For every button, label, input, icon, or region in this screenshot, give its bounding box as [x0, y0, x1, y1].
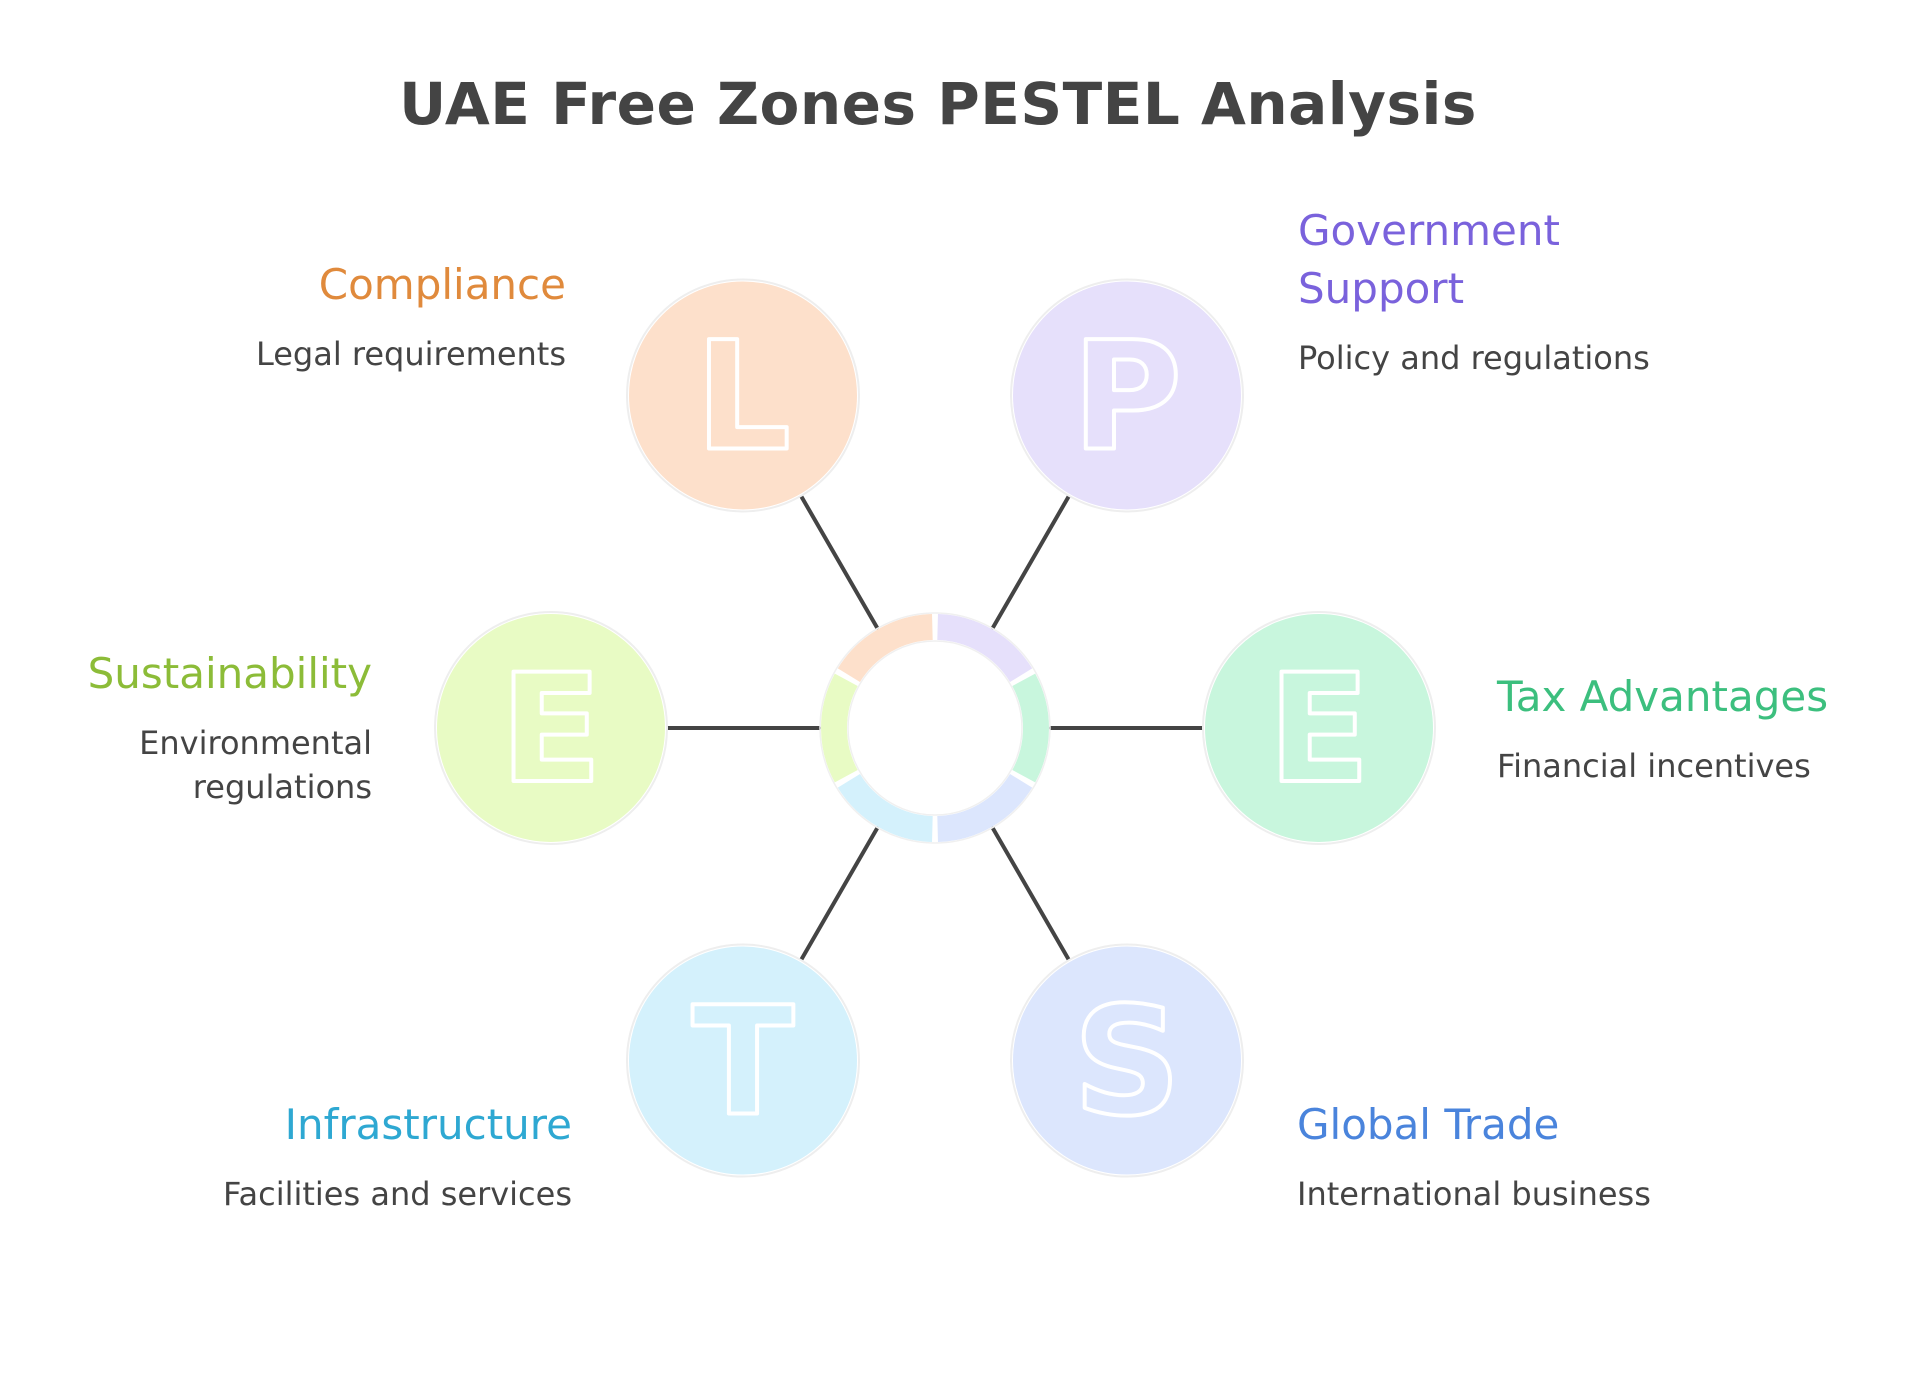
center-ring	[819, 612, 1051, 844]
label-social: Global Trade International business	[1297, 1096, 1817, 1216]
factor-nodes: PESTEL	[434, 278, 1436, 1178]
desc-legal: Legal requirements	[255, 335, 566, 373]
ring-segment-technological	[837, 773, 934, 842]
heading-social: Global Trade	[1297, 1100, 1560, 1149]
heading-economic: Tax Advantages	[1497, 672, 1829, 721]
ring-outer-edge	[819, 612, 1051, 844]
heading-legal: Compliance	[318, 260, 566, 309]
heading-environmental: Sustainability	[87, 649, 372, 698]
node-circle-social	[1013, 946, 1241, 1175]
heading-political: Government Support	[1298, 202, 1818, 318]
ring-inner-edge	[847, 640, 1023, 816]
desc-social: International business	[1297, 1175, 1651, 1213]
desc-environmental: Environmental regulations	[0, 721, 372, 809]
node-economic: E	[1202, 611, 1436, 845]
label-technological: Infrastructure Facilities and services	[52, 1096, 572, 1216]
heading-political-line1: Government	[1298, 206, 1560, 255]
connector-political	[991, 493, 1071, 630]
node-circle-economic	[1205, 614, 1433, 842]
node-political: P	[1010, 278, 1244, 513]
node-legal: L	[626, 278, 860, 513]
ring-segment-social	[936, 773, 1033, 842]
desc-environmental-line2: regulations	[192, 768, 372, 806]
desc-technological: Facilities and services	[223, 1175, 572, 1213]
heading-technological: Infrastructure	[284, 1100, 572, 1149]
node-circle-legal	[629, 281, 857, 510]
connectors	[665, 493, 1205, 963]
label-political: Government Support Policy and regulation…	[1298, 202, 1818, 380]
ring-segment-economic	[1012, 673, 1049, 783]
connector-technological	[799, 826, 879, 963]
desc-economic: Financial incentives	[1497, 747, 1811, 785]
diagram-title: UAE Free Zones PESTEL Analysis	[399, 70, 1477, 138]
node-technological: T	[626, 943, 860, 1178]
node-letter-economic: E	[1268, 643, 1370, 817]
node-letter-legal: L	[695, 310, 791, 484]
node-circle-technological	[629, 946, 857, 1175]
connector-legal	[799, 493, 879, 630]
label-environmental: Sustainability Environmental regulations	[0, 645, 372, 809]
ring-segment-political	[936, 614, 1033, 683]
node-letter-technological: T	[692, 976, 794, 1150]
node-social: S	[1010, 943, 1244, 1178]
node-letter-social: S	[1073, 976, 1181, 1150]
label-economic: Tax Advantages Financial incentives	[1497, 668, 1920, 788]
desc-environmental-line1: Environmental	[139, 724, 372, 762]
node-circle-political	[1013, 281, 1241, 510]
label-legal: Compliance Legal requirements	[46, 256, 566, 376]
node-circle-environmental	[437, 614, 665, 842]
node-letter-environmental: E	[500, 643, 602, 817]
heading-political-line2: Support	[1298, 264, 1465, 313]
connector-social	[991, 826, 1071, 963]
node-environmental: E	[434, 611, 668, 845]
desc-political: Policy and regulations	[1298, 339, 1650, 377]
ring-segment-environmental	[821, 673, 858, 783]
ring-segment-legal	[837, 614, 934, 683]
node-letter-political: P	[1072, 310, 1182, 484]
